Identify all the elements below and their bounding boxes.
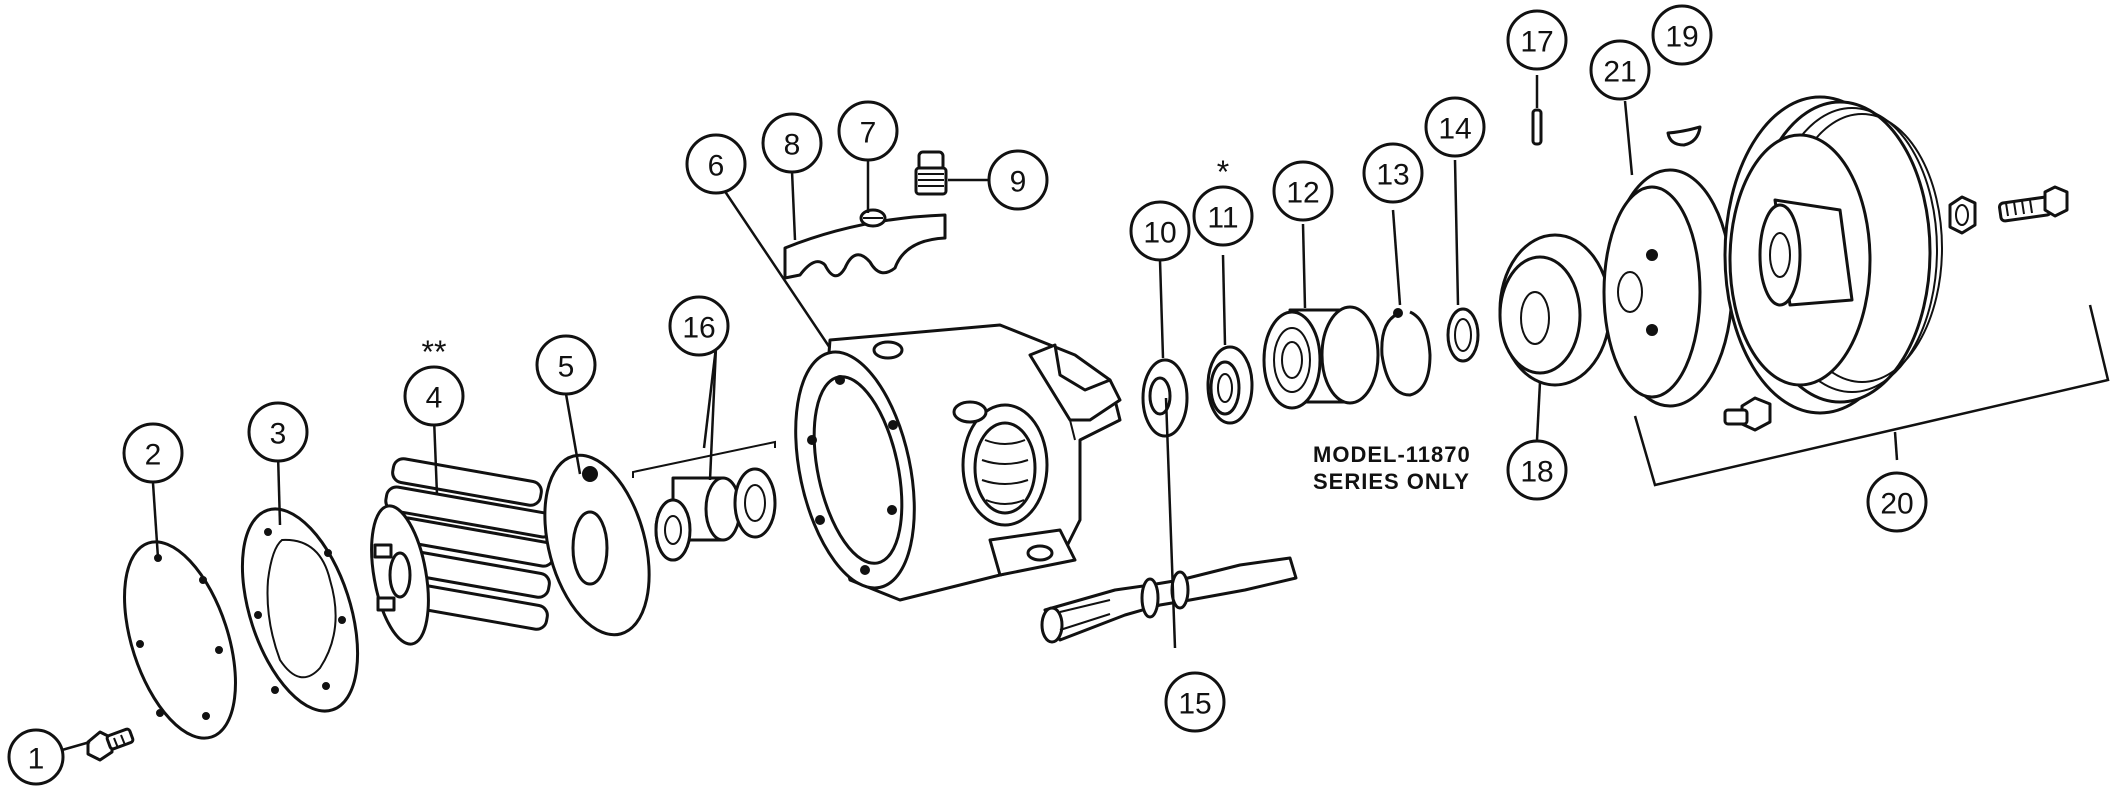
callout-6: 6 — [685, 133, 747, 195]
part-20-bracket — [1633, 304, 2110, 487]
svg-text:20: 20 — [1880, 488, 1913, 521]
callout-12: 12 — [1272, 160, 1334, 222]
svg-text:4: 4 — [426, 382, 443, 415]
part-15-shaft — [1040, 556, 1298, 644]
part-19-key — [1666, 125, 1702, 147]
callout-20: 20 — [1866, 471, 1928, 533]
svg-text:14: 14 — [1438, 113, 1471, 146]
part-21-hub — [1602, 168, 1734, 408]
svg-text:16: 16 — [682, 312, 715, 345]
part-14-snap-ring — [1446, 307, 1480, 363]
svg-text:12: 12 — [1286, 177, 1319, 210]
callout-21: 21 — [1589, 39, 1651, 101]
svg-text:7: 7 — [860, 117, 877, 150]
svg-text:5: 5 — [558, 351, 575, 384]
part-20-bracket-center — [1893, 431, 1899, 461]
part-1-screw — [86, 727, 135, 762]
part-16-seals — [632, 440, 777, 562]
part-6-pump-body — [794, 323, 1122, 602]
part-7-screw — [859, 208, 887, 228]
svg-text:21: 21 — [1603, 56, 1636, 89]
part-2-end-cover — [123, 540, 237, 740]
callout-4: ** 4 — [403, 334, 465, 427]
part-9-plug — [914, 150, 948, 196]
part-20-set-screw — [1723, 396, 1772, 432]
svg-text:10: 10 — [1143, 217, 1176, 250]
part-11-seal — [1206, 345, 1254, 425]
callout-18: 18 — [1506, 439, 1568, 501]
callout-19: 19 — [1651, 4, 1713, 66]
part-20-bolt — [1998, 185, 2069, 223]
callout-14: 14 — [1424, 96, 1486, 158]
part-18-flange — [1498, 233, 1612, 387]
svg-text:19: 19 — [1665, 21, 1698, 54]
callout-16: 16 — [668, 295, 730, 357]
model-note: MODEL-11870 SERIES ONLY — [1313, 442, 1471, 494]
part-3-gasket — [240, 507, 360, 713]
part-4-impeller — [370, 457, 556, 646]
svg-text:**: ** — [422, 334, 447, 370]
part-8-cover — [783, 213, 947, 280]
part-12-bearing — [1262, 305, 1380, 410]
callout-8: 8 — [761, 112, 823, 174]
svg-text:13: 13 — [1376, 159, 1409, 192]
svg-text:*: * — [1217, 154, 1229, 190]
callout-11: * 11 — [1192, 154, 1254, 247]
part-5-wear-plate — [543, 453, 651, 637]
callout-9: 9 — [987, 149, 1049, 211]
svg-text:17: 17 — [1520, 26, 1553, 59]
callout-3: 3 — [247, 401, 309, 463]
part-10-washer — [1141, 358, 1189, 438]
part-13-retaining-ring — [1380, 308, 1432, 397]
part-17-pin — [1531, 108, 1543, 146]
callout-10: 10 — [1129, 200, 1191, 262]
svg-text:6: 6 — [708, 150, 725, 183]
leader-lines — [61, 75, 1634, 752]
svg-text:SERIES ONLY: SERIES ONLY — [1313, 469, 1470, 494]
svg-text:8: 8 — [784, 129, 801, 162]
callout-1: 1 — [7, 728, 65, 786]
part-20-nut — [1948, 195, 1977, 235]
callout-5: 5 — [535, 334, 597, 396]
svg-text:MODEL-11870: MODEL-11870 — [1313, 442, 1471, 467]
callout-13: 13 — [1362, 142, 1424, 204]
svg-text:15: 15 — [1178, 688, 1211, 721]
svg-text:1: 1 — [28, 743, 45, 776]
svg-text:2: 2 — [145, 439, 162, 472]
callout-7: 7 — [837, 100, 899, 162]
callout-2: 2 — [122, 422, 184, 484]
callout-15: 15 — [1164, 671, 1226, 733]
svg-text:18: 18 — [1520, 456, 1553, 489]
part-20-pulley — [1723, 95, 1943, 415]
callout-17: 17 — [1506, 9, 1568, 71]
svg-text:9: 9 — [1010, 166, 1027, 199]
svg-text:3: 3 — [270, 418, 287, 451]
svg-text:11: 11 — [1207, 202, 1238, 235]
